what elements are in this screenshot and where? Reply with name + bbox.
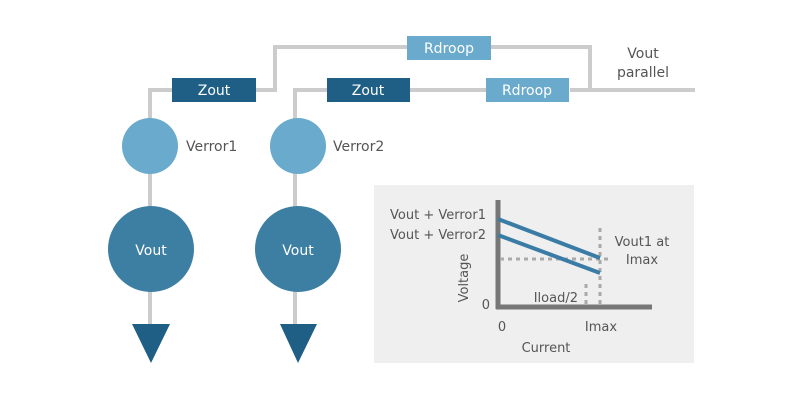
wire-branch2 <box>293 88 695 128</box>
graph-iload-label: Iload/2 <box>534 291 578 306</box>
graph-y-zero: 0 <box>482 298 490 313</box>
vout-parallel-label-line1: Vout <box>627 46 659 62</box>
graph-x-imax: Imax <box>585 320 617 335</box>
rdroop1-box: Rdroop <box>407 36 491 60</box>
zout1-label: Zout <box>198 83 231 99</box>
verror2-label: Verror2 <box>333 139 384 155</box>
verror1-label: Verror1 <box>186 139 237 155</box>
ground1-arrow-icon <box>132 324 170 363</box>
ground2-arrow-icon <box>280 324 317 363</box>
graph-line-verror2 <box>497 233 601 275</box>
zout2-label: Zout <box>352 83 385 99</box>
graph-background <box>374 185 694 363</box>
graph-label-vout-verror2: Vout + Verror2 <box>390 228 486 243</box>
zout2-box: Zout <box>327 78 410 102</box>
vout2-label: Vout <box>282 243 314 259</box>
rdroop1-label: Rdroop <box>424 41 474 57</box>
graph-x-axis-title: Current <box>522 341 571 356</box>
vout1-label: Vout <box>135 243 167 259</box>
graph-vout1-at-label-line2: Imax <box>626 253 658 268</box>
graph-vout1-at-label-line1: Vout1 at <box>615 235 670 250</box>
vout-parallel-label-line2: parallel <box>617 65 669 81</box>
verror2-circle <box>270 118 326 174</box>
wire-branch1 <box>148 45 592 128</box>
graph-label-vout-verror1: Vout + Verror1 <box>390 208 486 223</box>
verror1-circle <box>122 118 178 174</box>
graph-x-zero: 0 <box>498 320 506 335</box>
rdroop2-box: Rdroop <box>486 78 569 102</box>
vout1-circle <box>108 206 194 292</box>
graph-line-verror1 <box>497 217 601 260</box>
vout2-circle <box>255 206 341 292</box>
zout1-box: Zout <box>172 78 256 102</box>
rdroop2-label: Rdroop <box>502 83 552 99</box>
droop-graph: Vout + Verror1 Vout + Verror2 0 Voltage … <box>374 185 694 363</box>
graph-y-axis-title: Voltage <box>457 254 472 303</box>
